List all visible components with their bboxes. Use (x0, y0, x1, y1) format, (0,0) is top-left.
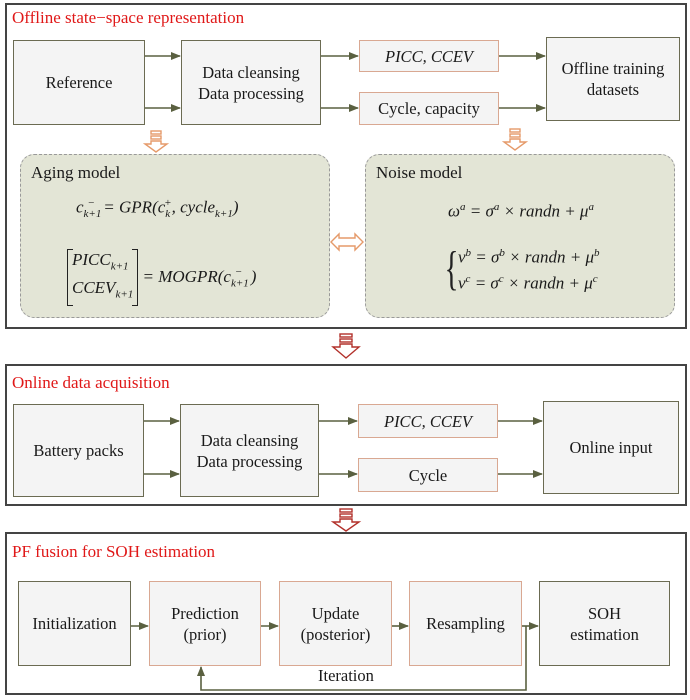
update-box: Update (posterior) (279, 581, 392, 666)
update-line1: Update (311, 603, 360, 623)
hollow-arrow-panel1-panel2 (331, 333, 361, 359)
offline-panel-title: Offline state−space representation (12, 8, 245, 27)
prediction-line1: Prediction (171, 603, 239, 623)
aging-model-title: Aging model (31, 163, 121, 182)
datasets-line1: Offline training (561, 59, 665, 78)
noise-equation-vb: νb = σb × randn + μb (458, 247, 600, 267)
cleansing-line2: Data processing (198, 83, 304, 103)
cycle-capacity-label: Cycle, capacity (378, 99, 480, 118)
update-line2: (posterior) (300, 624, 371, 644)
datasets-line2: datasets (586, 80, 640, 99)
prediction-box: Prediction (prior) (149, 581, 261, 666)
cleansing-line1: Data cleansing (200, 430, 299, 450)
online-input-box: Online input (543, 401, 679, 494)
noise-equation-omega: ωa = σa × randn + μa (448, 201, 594, 221)
noise-model-box: Noise model ωa = σa × randn + μa { νb = … (365, 154, 675, 318)
soh-line1: SOH (587, 603, 621, 623)
battery-packs-box: Battery packs (13, 404, 144, 497)
iteration-label: Iteration (318, 666, 374, 685)
reference-box: Reference (13, 40, 145, 125)
features-label: PICC, CCEV (384, 46, 473, 66)
battery-packs-label: Battery packs (33, 441, 124, 460)
hollow-arrow-panel2-panel3 (330, 508, 362, 532)
resampling-label: Resampling (426, 614, 505, 633)
online-panel-title: Online data acquisition (12, 373, 170, 392)
cycle-label: Cycle (408, 465, 448, 485)
offline-features-box: PICC, CCEV (359, 40, 499, 72)
initialization-label: Initialization (32, 614, 117, 633)
noise-equation-vc: νc = σc × randn + μc (458, 273, 598, 293)
offline-cleansing-box: Data cleansing Data processing (181, 40, 321, 125)
reference-label: Reference (45, 73, 113, 92)
online-input-label: Online input (569, 438, 653, 457)
soh-estimation-box: SOH estimation (539, 581, 670, 666)
resampling-box: Resampling (409, 581, 522, 666)
offline-datasets-box: Offline training datasets (546, 37, 680, 121)
aging-model-box: Aging model ck+1− = GPR(ck+, cyclek+1) P… (20, 154, 330, 318)
initialization-box: Initialization (18, 581, 131, 666)
cleansing-line1: Data cleansing (202, 62, 300, 82)
aging-equation-1: ck+1− = GPR(ck+, cyclek+1) (76, 197, 239, 221)
pf-panel-title: PF fusion for SOH estimation (12, 542, 216, 561)
online-cycle-box: Cycle (358, 458, 498, 492)
noise-model-title: Noise model (376, 163, 463, 182)
online-features-box: PICC, CCEV (358, 404, 498, 438)
soh-line2: estimation (570, 624, 639, 644)
offline-cycle-capacity-box: Cycle, capacity (359, 92, 499, 125)
noise-equation-brace: { (444, 242, 459, 295)
online-cleansing-box: Data cleansing Data processing (180, 404, 319, 497)
features-label: PICC, CCEV (383, 411, 472, 431)
cleansing-line2: Data processing (196, 451, 303, 471)
prediction-line2: (prior) (183, 624, 227, 644)
